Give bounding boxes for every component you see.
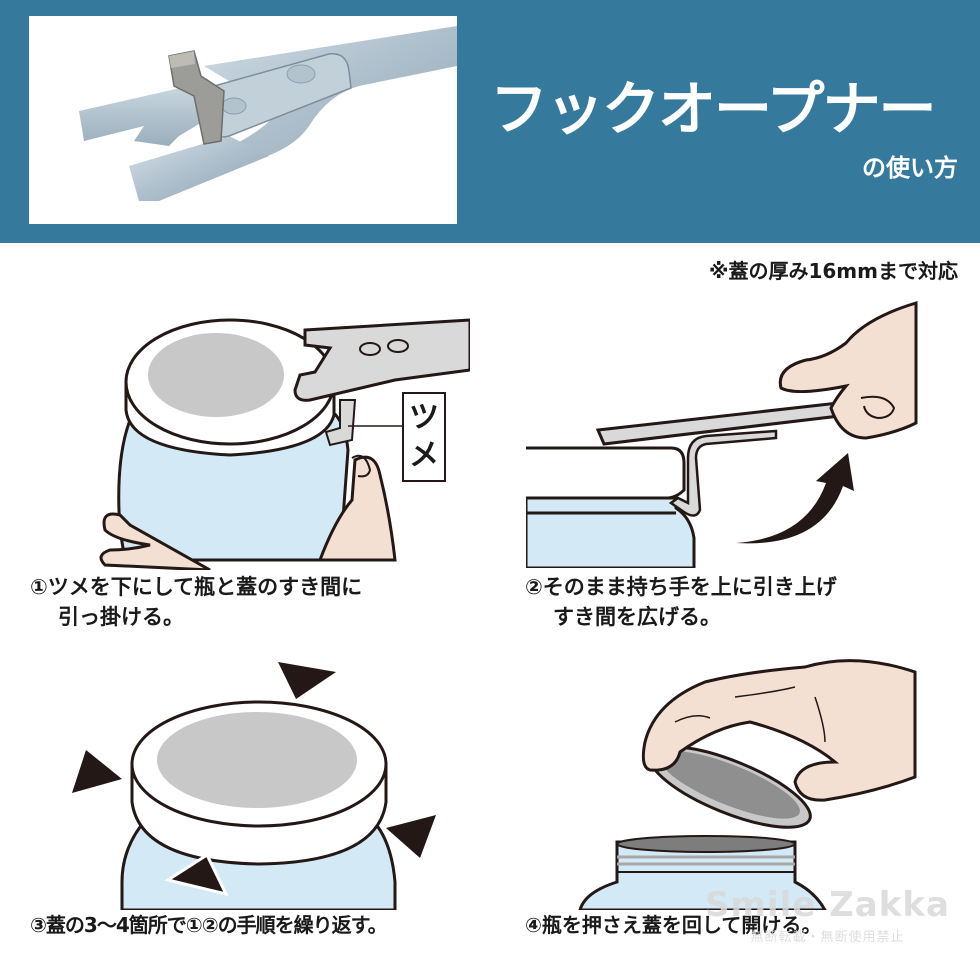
step-2-caption: ②そのまま持ち手を上に引き上げ すき間を広げる。 <box>525 572 837 632</box>
step-4-caption: ④瓶を押さえ蓋を回して開ける。 <box>525 913 822 937</box>
step-1-illustration: ツメ <box>90 300 470 570</box>
arrow-bottom-icon <box>164 852 229 897</box>
page-subtitle: の使い方 <box>862 154 958 182</box>
step-2-illustration <box>526 298 926 568</box>
header-band: フックオープナー の使い方 <box>0 0 980 243</box>
step-1-line-1: ①ツメを下にして瓶と蓋のすき間に <box>30 575 363 599</box>
step-2-line-1: ②そのまま持ち手を上に引き上げ <box>525 575 837 599</box>
thickness-note: ※蓋の厚み16mmまで対応 <box>709 259 958 283</box>
arrow-right-icon <box>386 815 436 858</box>
lift-handle-arrow-icon <box>526 300 918 568</box>
page-title: フックオープナー <box>490 75 937 143</box>
hook-opener-photo-icon <box>79 26 457 201</box>
watermark: Smile Zakka 無断転載・無断使用禁止 <box>705 888 950 945</box>
step-1-caption: ①ツメを下にして瓶と蓋のすき間に 引っ掛ける。 <box>30 572 362 632</box>
twist-lid-off-icon <box>578 659 917 910</box>
hook-under-lid-icon <box>99 318 470 570</box>
arrow-top-icon <box>278 662 336 699</box>
step-4-illustration <box>575 652 975 910</box>
tsume-label: ツメ <box>402 392 446 482</box>
step-3-illustration <box>60 652 460 910</box>
step-2-line-2: すき間を広げる。 <box>553 605 721 629</box>
product-photo <box>29 16 457 224</box>
step-1-line-2: 引っ掛ける。 <box>58 605 184 629</box>
arrow-left-icon <box>72 750 122 793</box>
watermark-brand: Smile Zakka <box>705 885 950 925</box>
step-3-caption: ③蓋の3〜4箇所で①②の手順を繰り返す。 <box>30 913 388 937</box>
watermark-notice: 無断転載・無断使用禁止 <box>750 930 905 945</box>
lid-with-four-arrows-icon <box>72 662 436 910</box>
